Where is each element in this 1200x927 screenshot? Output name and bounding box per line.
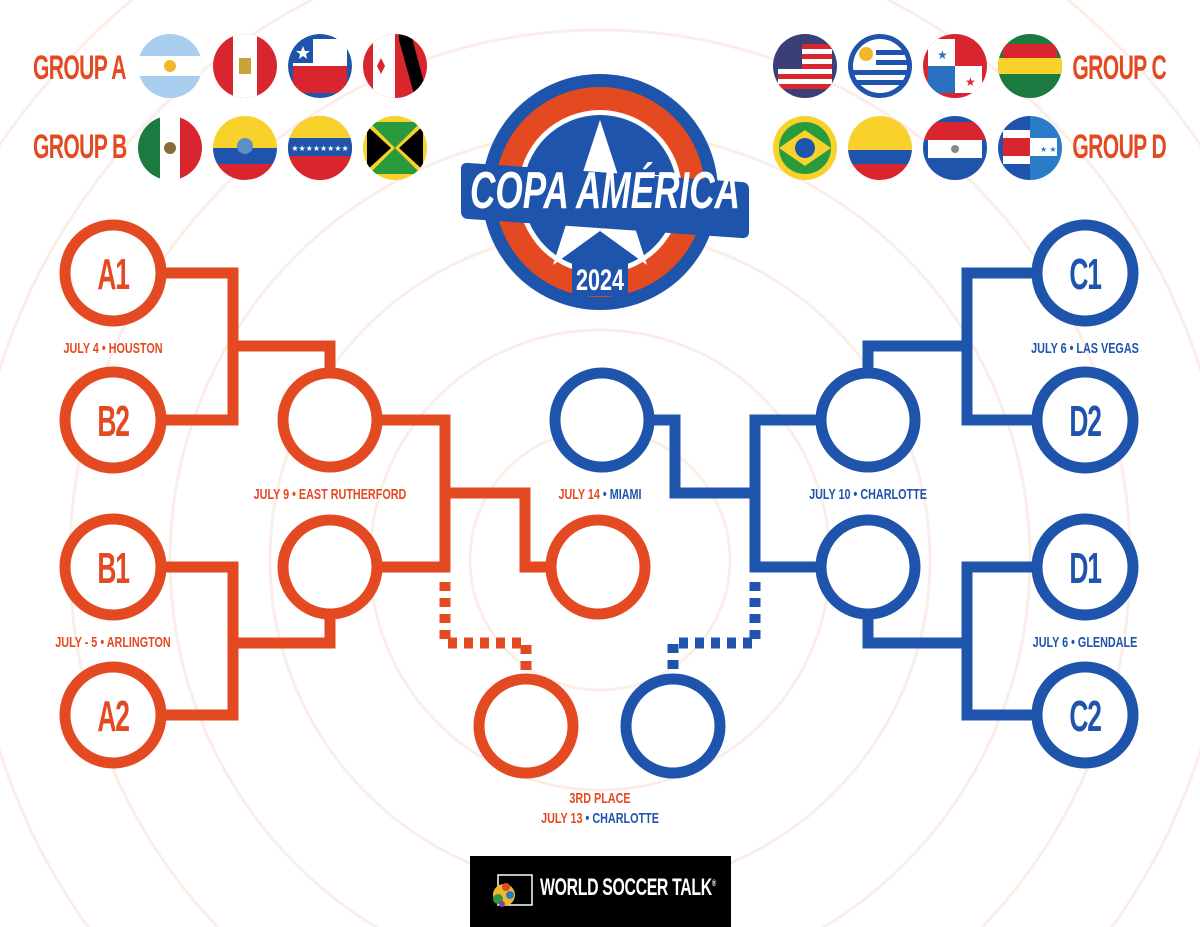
world-soccer-talk-logo: WORLD SOCCER TALK® — [470, 856, 731, 927]
flag-jamaica-icon — [363, 116, 427, 180]
seed-b2: B2 — [97, 397, 130, 446]
group-b-label: GROUP B — [33, 128, 127, 166]
flag-colombia-icon — [848, 116, 912, 180]
match-label-qf3: JULY 6 • LAS VEGAS — [1031, 340, 1139, 357]
match-label-qf1: JULY 4 • HOUSTON — [63, 340, 163, 357]
group-c-label: GROUP C — [1072, 49, 1166, 87]
group-d-label: GROUP D — [1072, 128, 1166, 166]
flag-venezuela-icon: ★★★★★★★★ — [288, 116, 352, 180]
match-label-sf2: JULY 10 • CHARLOTTE — [809, 486, 927, 503]
flag-argentina-icon — [138, 34, 202, 98]
flag-uruguay-icon — [848, 34, 912, 98]
svg-text:★: ★ — [965, 75, 976, 89]
match-label-sf1: JULY 9 • EAST RUTHERFORD — [253, 486, 407, 503]
footer-brand: WORLD SOCCER TALK — [540, 874, 712, 901]
logo-year: 2024 — [576, 264, 624, 297]
flag-usa-icon — [773, 34, 837, 98]
copa-america-logo: COPA AMÉRICA 2024 — [461, 74, 749, 310]
match-label-third: JULY 13 • CHARLOTTE — [541, 810, 659, 827]
seed-d2: D2 — [1069, 397, 1102, 446]
logo-title: COPA AMÉRICA — [470, 162, 740, 220]
flag-bolivia-icon — [998, 34, 1062, 98]
seed-c2: C2 — [1069, 692, 1102, 741]
svg-text:★: ★ — [937, 48, 948, 62]
flag-mexico-icon — [138, 116, 202, 180]
match-label-qf2: JULY - 5 • ARLINGTON — [55, 634, 171, 651]
flag-costarica-honduras-icon: ★ ★ — [998, 116, 1062, 180]
flag-brazil-icon — [773, 116, 837, 180]
seed-a1: A1 — [97, 250, 130, 299]
match-label-qf4: JULY 6 • GLENDALE — [1032, 634, 1138, 651]
flag-ecuador-icon — [213, 116, 277, 180]
match-label-final: JULY 14 • MIAMI — [558, 486, 642, 503]
seed-c1: C1 — [1069, 250, 1102, 299]
flag-panama-icon: ★★ — [923, 34, 987, 98]
svg-text:★★★★★★★★: ★★★★★★★★ — [291, 144, 348, 153]
group-a-label: GROUP A — [33, 49, 127, 87]
svg-text:★ ★: ★ ★ — [1040, 145, 1057, 154]
third-place-title: 3RD PLACE — [569, 790, 631, 807]
registered-mark: ® — [711, 878, 716, 888]
seed-a2: A2 — [97, 692, 130, 741]
soccer-ball-icon — [493, 874, 533, 907]
seed-b1: B1 — [97, 544, 130, 593]
seed-d1: D1 — [1069, 544, 1102, 593]
flag-chile-icon — [288, 34, 352, 98]
flag-peru-icon — [213, 34, 277, 98]
flag-canada-trinidad-icon — [363, 34, 427, 98]
flag-paraguay-icon — [923, 116, 987, 180]
